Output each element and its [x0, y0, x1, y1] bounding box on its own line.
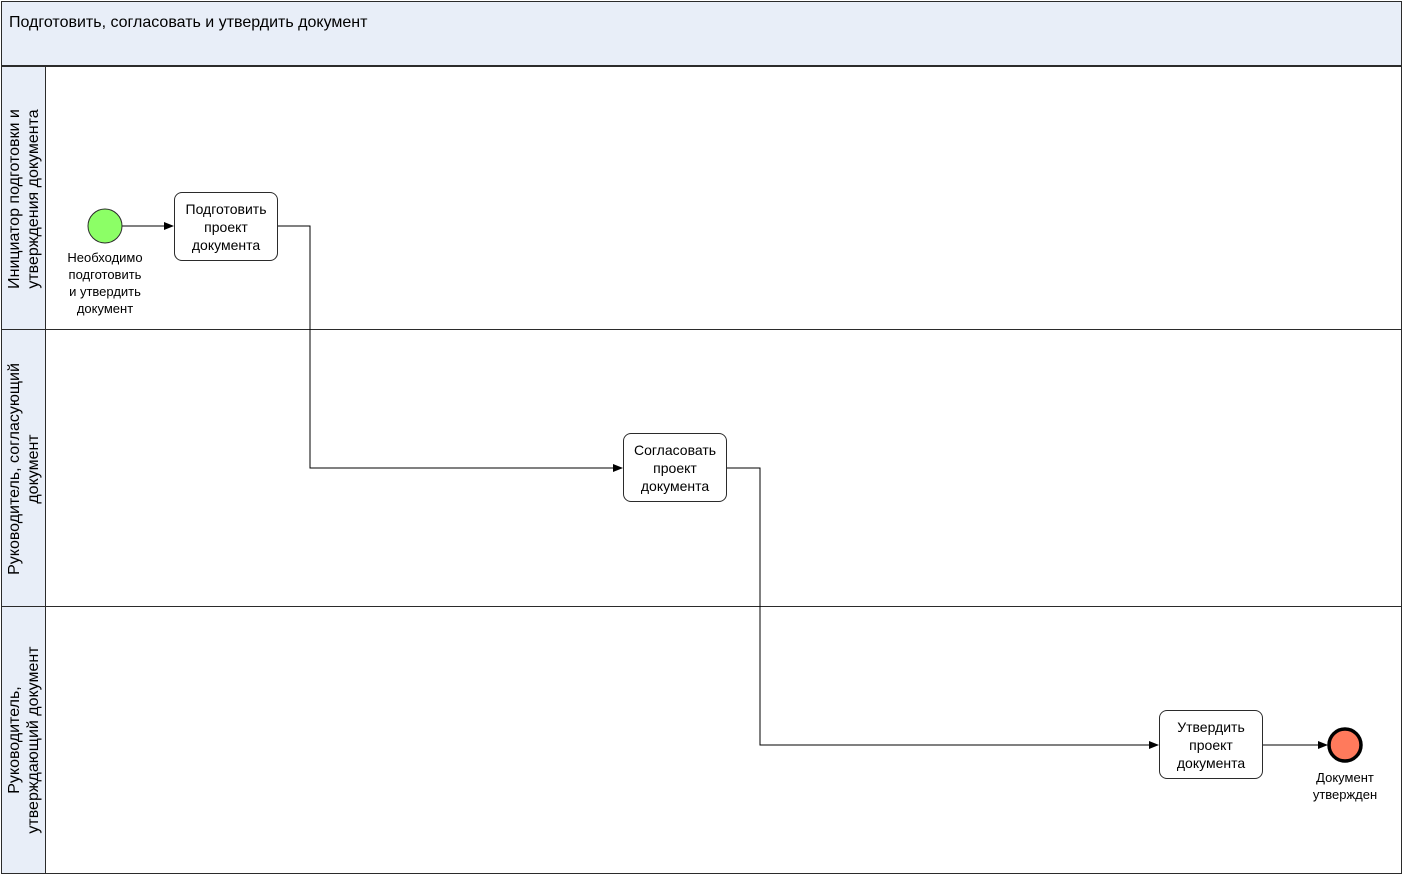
task-text-line: документа — [640, 477, 710, 494]
end-event-label: Документ утвержден — [1295, 769, 1395, 803]
task-text-line: проект — [653, 459, 697, 476]
task-text-line: Утвердить — [1177, 718, 1245, 735]
end-event-circle[interactable] — [1327, 727, 1363, 763]
task-text-line: проект — [204, 218, 248, 235]
flow-agree-to-approve[interactable] — [727, 467, 1159, 749]
start-event-label-line: и утвердить — [69, 284, 141, 299]
task-agree-text: Согласовать проект документа — [634, 441, 716, 495]
pool-sub-bar — [1, 44, 1402, 66]
task-text-line: Подготовить — [185, 200, 267, 217]
lane-header-initiator: Инициатор подготовки и утверждения докум… — [2, 67, 46, 330]
pool-title-bar: Подготовить, согласовать и утвердить док… — [1, 1, 1402, 45]
lane-header-authorizer: Руководитель, утверждающий документ — [2, 607, 46, 873]
start-event-label: Необходимо подготовить и утвердить докум… — [55, 249, 155, 317]
lane-header-approver: Руководитель, согласующий документ — [2, 330, 46, 607]
start-event-label-line: подготовить — [68, 267, 142, 282]
start-event-circle[interactable] — [87, 208, 123, 244]
task-text-line: Согласовать — [633, 441, 717, 458]
task-agree-draft[interactable]: Согласовать проект документа — [623, 433, 727, 502]
task-prepare-draft[interactable]: Подготовить проект документа — [174, 192, 278, 261]
task-approve-draft[interactable]: Утвердить проект документа — [1159, 710, 1263, 779]
end-event-label-line: утвержден — [1312, 787, 1378, 802]
task-text-line: документа — [1176, 754, 1246, 771]
task-prepare-text: Подготовить проект документа — [186, 200, 267, 254]
end-event-label-line: Документ — [1316, 770, 1374, 785]
start-event-label-line: документ — [76, 301, 134, 316]
task-text-line: документа — [191, 236, 261, 253]
task-text-line: проект — [1189, 736, 1233, 753]
task-approve-text: Утвердить проект документа — [1177, 718, 1245, 772]
pool-title: Подготовить, согласовать и утвердить док… — [9, 14, 368, 31]
start-event-label-line: Необходимо — [67, 250, 143, 265]
flow-prepare-to-agree[interactable] — [277, 225, 623, 472]
